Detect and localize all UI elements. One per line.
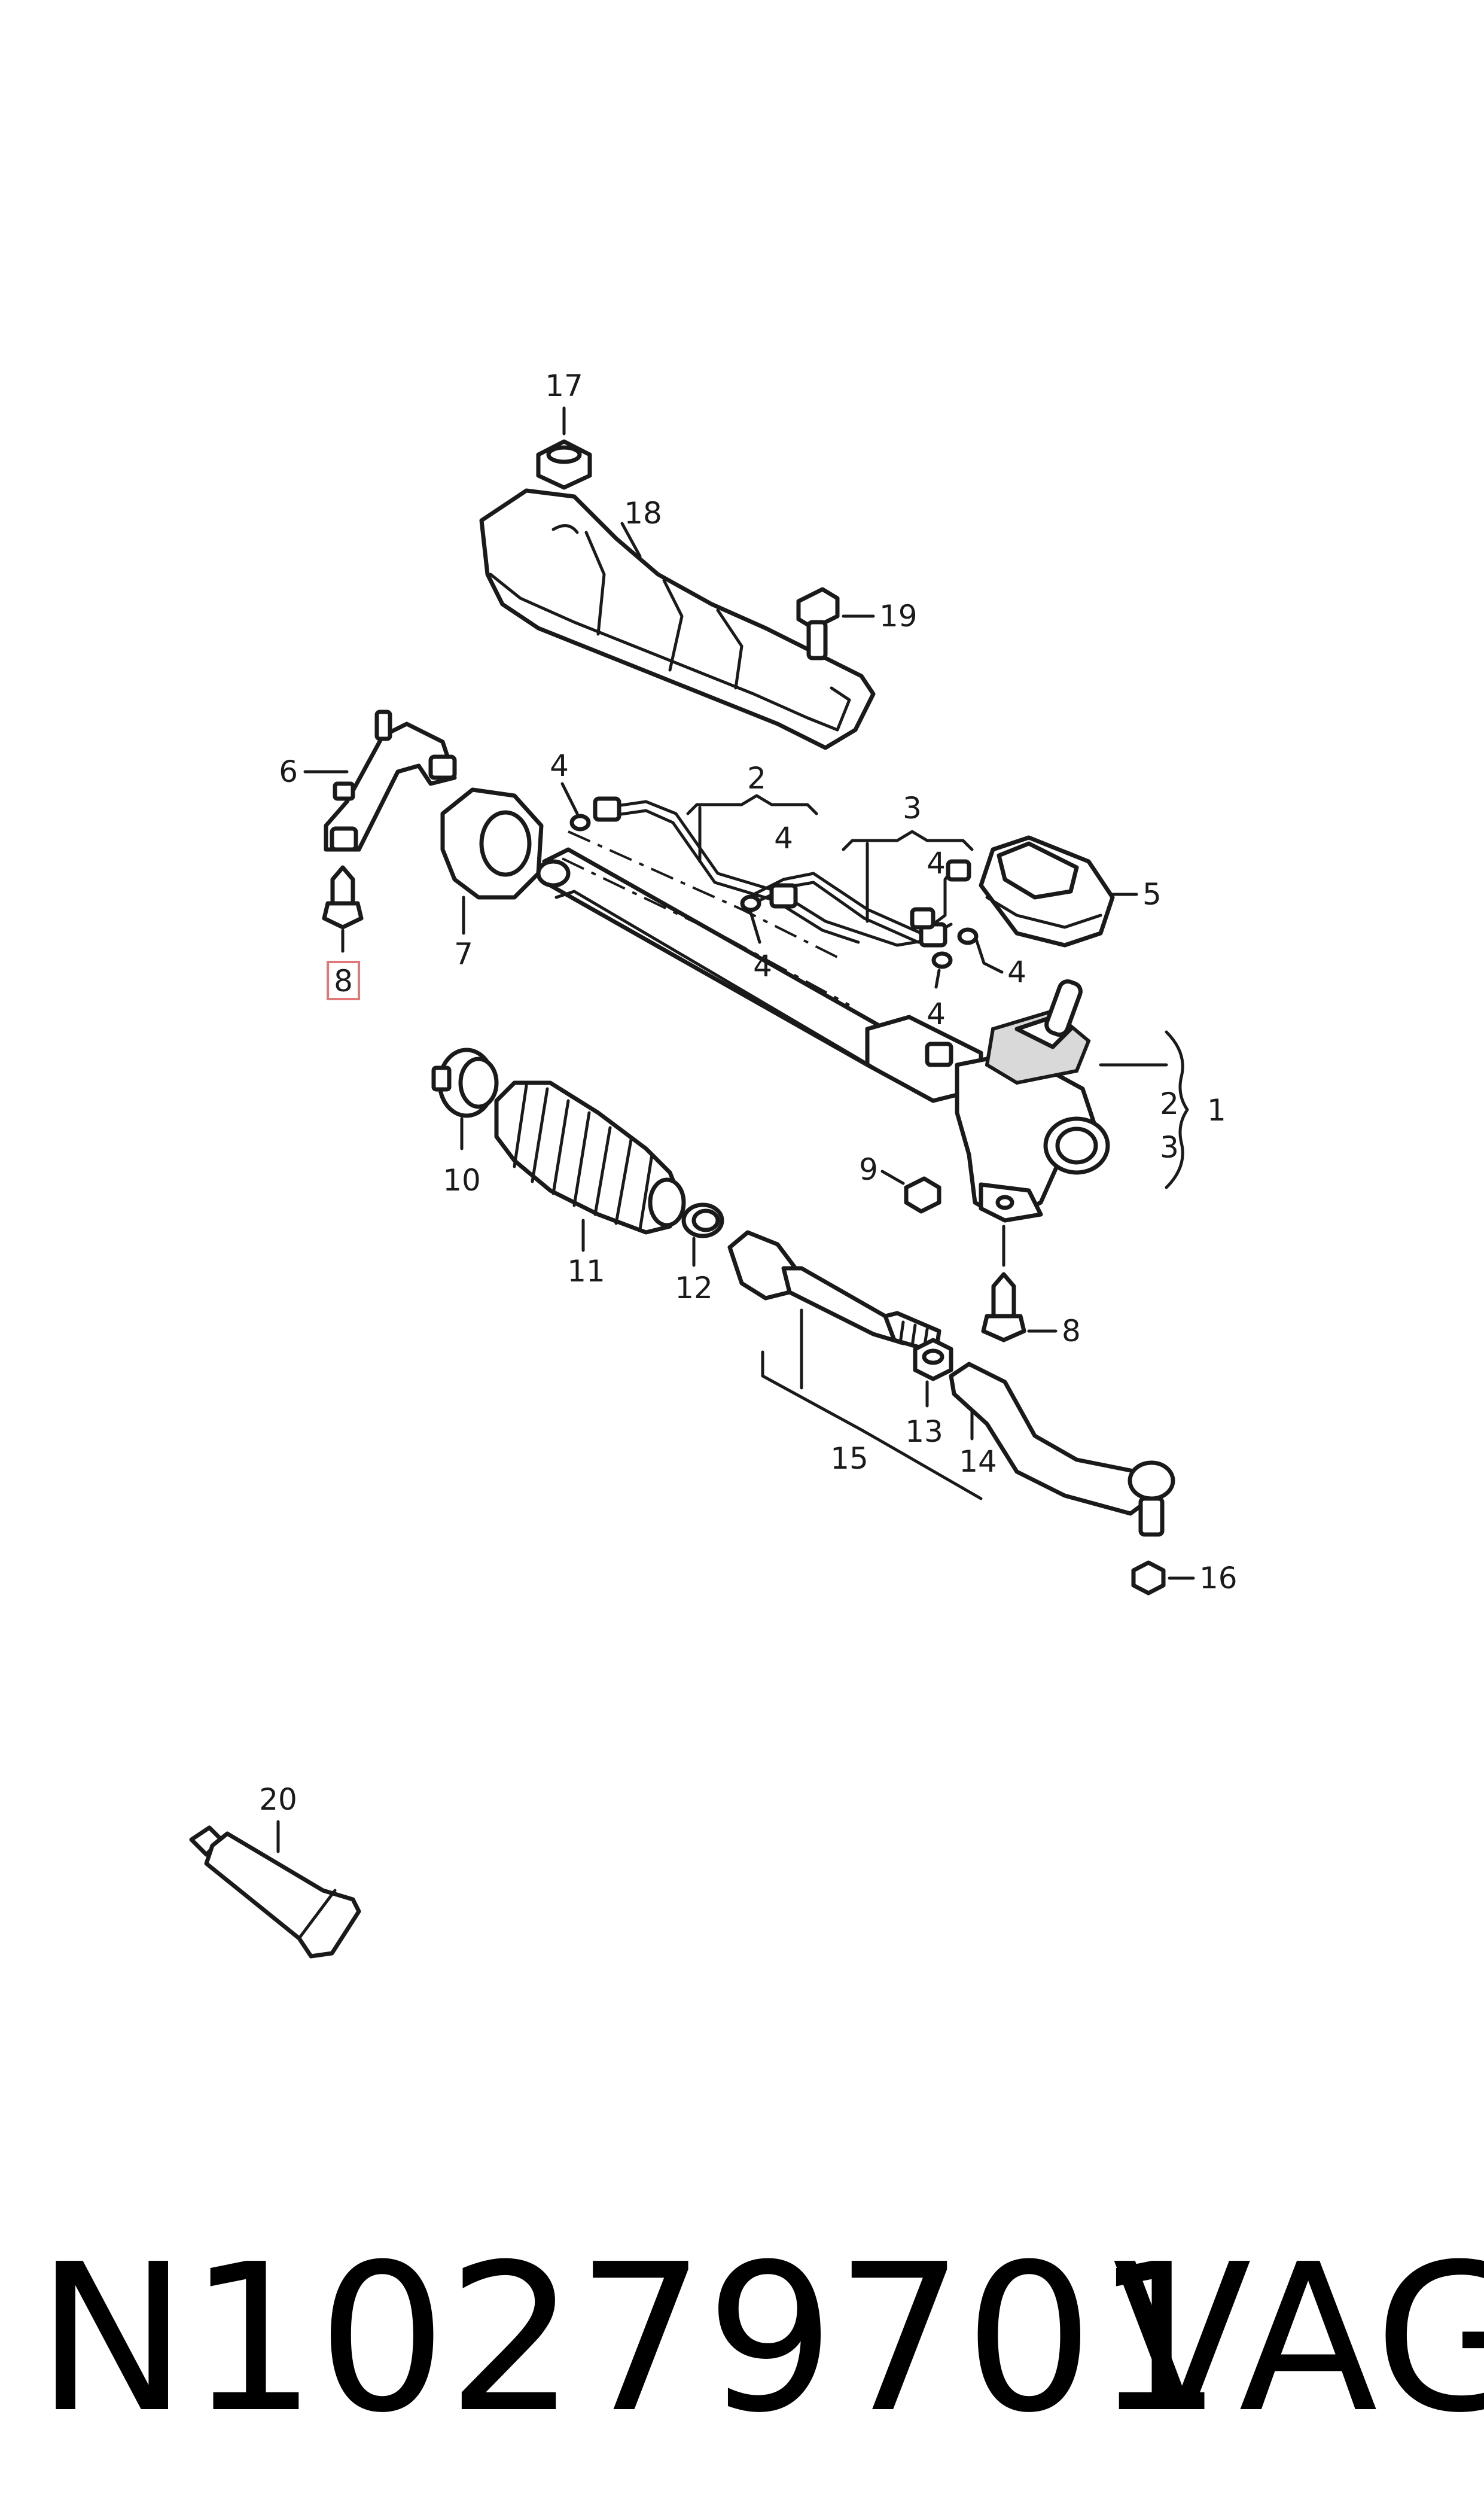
part-4-seal-rings: 4 4 4 4	[550, 748, 1026, 1031]
part-10-clamp: 10	[431, 1048, 499, 1198]
part-19-bolt: 19	[796, 587, 918, 660]
part-8-bolt-right: 8	[981, 1225, 1081, 1348]
part-9-nut: 9	[859, 1152, 941, 1214]
part-number: N10279701	[36, 2221, 1223, 2458]
part-17-nut: 17	[536, 369, 592, 490]
callout-17: 17	[545, 369, 583, 403]
callout-4b: 4	[774, 821, 793, 855]
callout-group-2: 2 4	[686, 761, 818, 863]
part-11-boot: 11	[494, 1080, 686, 1289]
callout-5: 5	[1142, 877, 1162, 912]
callout-group-1-2-3: 2 3	[1099, 1030, 1189, 1189]
callout-7: 7	[454, 937, 473, 972]
callout-13: 13	[905, 1414, 943, 1449]
callout-4d: 4	[927, 846, 946, 881]
callout-10: 10	[443, 1163, 481, 1198]
callout-4f: 4	[1007, 955, 1026, 989]
part-16-nut: 16	[1131, 1560, 1238, 1596]
callout-11: 11	[567, 1254, 605, 1289]
callout-4c: 4	[753, 949, 772, 984]
callout-12: 12	[675, 1271, 713, 1305]
callout-20: 20	[259, 1782, 297, 1817]
callout-3b: 3	[1160, 1130, 1179, 1165]
brand-name: VAG	[1113, 2221, 1484, 2458]
highlight-box	[327, 961, 360, 1000]
callout-6: 6	[279, 754, 298, 789]
callout-3a: 3	[903, 791, 922, 826]
callout-4a: 4	[550, 748, 569, 783]
callout-15: 15	[830, 1441, 869, 1476]
part-13-nut: 13	[905, 1338, 953, 1449]
callout-2a: 2	[747, 761, 766, 796]
callout-9: 9	[859, 1152, 878, 1187]
part-14-tie-rod-end: 14	[949, 1362, 1175, 1537]
part-2-3-hydraulic-lines	[568, 796, 971, 958]
callout-19: 19	[879, 599, 918, 634]
callout-16: 16	[1199, 1561, 1238, 1596]
part-18-heat-shield: 18	[479, 488, 876, 750]
part-12-clamp: 12	[675, 1202, 724, 1305]
callout-8-highlighted: 8	[334, 964, 353, 998]
callout-14: 14	[959, 1444, 997, 1479]
callout-8b: 8	[1062, 1314, 1081, 1348]
part-5-pinion-cover: 5	[979, 835, 1162, 948]
part-6-bracket: 6	[279, 710, 457, 852]
callout-1: 1	[1207, 1093, 1226, 1128]
part-8-bolt-left: 8	[322, 865, 364, 1000]
part-1-steering-rack: 1	[536, 847, 1226, 1223]
part-20-grease-tube: 20	[189, 1782, 361, 1959]
callout-18: 18	[624, 496, 662, 531]
callout-2b: 2	[1160, 1086, 1179, 1121]
callout-4e: 4	[927, 997, 946, 1031]
callout-group-3: 3 4	[842, 791, 974, 923]
part-7-mounting-bush: 7	[440, 787, 544, 972]
